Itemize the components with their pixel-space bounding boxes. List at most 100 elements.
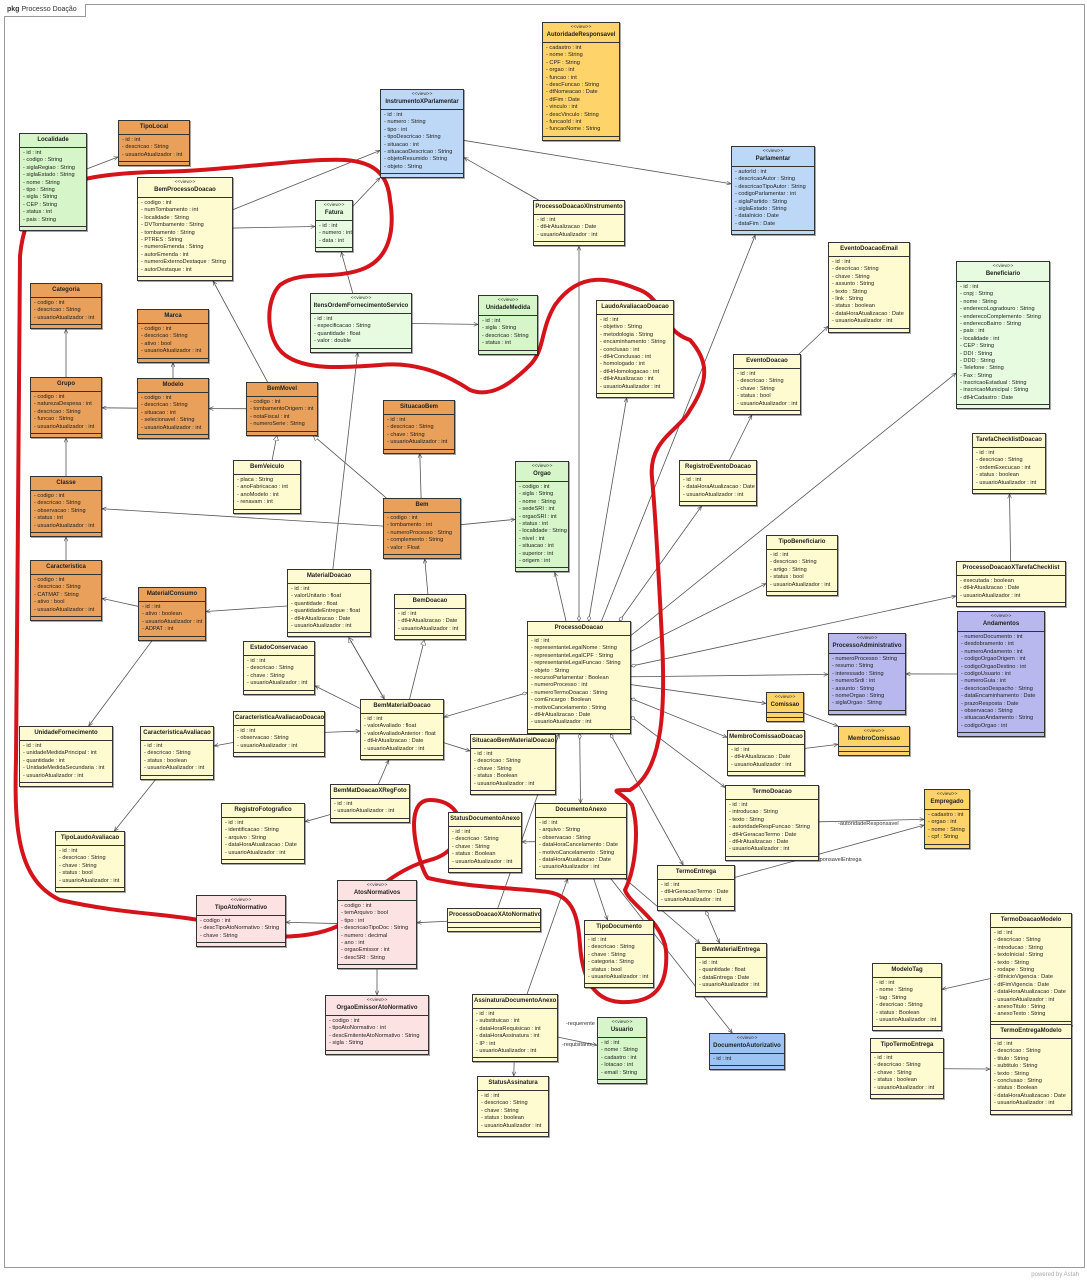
class-estado-conservacao[interactable]: EstadoConservacao- id : int- descricao :…: [243, 641, 315, 695]
class-attribute: - objetivo : String: [600, 324, 642, 331]
class-bem-doacao[interactable]: BemDoacao- id : int- dtHrAtualizacao : D…: [394, 594, 466, 641]
class-status-documento-anexo[interactable]: StatusDocumentoAnexo- id : int- descrica…: [448, 812, 522, 873]
class-tipo-local[interactable]: TipoLocal- id : int- descricao : String-…: [118, 120, 190, 167]
class-tarefa-checklist-doacao[interactable]: TarefaChecklistDoacao- id : int- descric…: [972, 433, 1046, 494]
class-beneficiario[interactable]: <<view>>Beneficiario- id : int- cnpj : S…: [956, 261, 1050, 410]
class-bem-material-doacao[interactable]: BemMaterialDoacao- id : int- valorAvalia…: [360, 699, 444, 760]
class-name: TermoEntrega: [675, 869, 717, 875]
class-termo-doacao-modelo[interactable]: TermoDoacaoModelo- id : int- descricao :…: [990, 913, 1072, 1026]
class-attributes: - id : int- descricao : String- status :…: [141, 741, 213, 775]
class-attribute: - texto : String: [994, 1070, 1029, 1077]
class-atos-normativos[interactable]: <<view>>AtosNormativos- codigo : int- te…: [337, 880, 417, 970]
class-attribute: - chave : String: [481, 1107, 519, 1114]
class-header: Categoria: [31, 284, 101, 298]
class-andamentos[interactable]: <<view>>Andamentos- numeroDocumento : in…: [957, 611, 1045, 738]
class-bem-processo-doacao[interactable]: <<view>>BemProcessoDoacao- codigo : int-…: [137, 177, 233, 281]
class-name: ProcessoDoacao: [554, 625, 604, 631]
class-tipo-documento[interactable]: TipoDocumento- id : int- descricao : Str…: [584, 920, 654, 989]
class-membro-comissao[interactable]: <<view>>MembroComissao: [838, 726, 910, 756]
class-assinatura-documento-anexo[interactable]: AssinaturaDocumentoAnexo- id : int- subs…: [472, 994, 558, 1063]
class-termo-entrega-modelo[interactable]: TermoEntregaModelo- id : int- descricao …: [990, 1024, 1072, 1115]
class-header: TermoDoacao: [726, 786, 818, 800]
class-evento-doacao[interactable]: EventoDoacao- id : int- descricao : Stri…: [733, 354, 801, 415]
class-operations: [244, 689, 314, 694]
class-processo-doacao-xtarefa-checklist[interactable]: ProcessoDoacaoXTarefaChecklist- executad…: [956, 561, 1066, 608]
class-header: <<view>>OrgaoEmissorAtoNormativo: [326, 996, 428, 1016]
class-attributes: - id : int- numero : String- tipo : int-…: [381, 110, 463, 173]
class-autoridade-responsavel[interactable]: <<view>>AutoridadeResponsavel- cadastro …: [542, 22, 620, 141]
class-tipo-termo-entrega[interactable]: TipoTermoEntrega- id : int- descricao : …: [870, 1038, 944, 1099]
class-bem-veiculo[interactable]: BemVeiculo- placa : String- anoFabricaca…: [233, 460, 301, 514]
class-registro-fotografico[interactable]: RegistroFotografico- id : int- identific…: [221, 803, 305, 864]
class-operations: [873, 1026, 941, 1030]
class-attribute: - numeroExternoDestaque : String: [141, 259, 226, 266]
association-assinaturadocumentoanexo-usuario: [557, 1036, 597, 1045]
class-evento-doacao-email[interactable]: EventoDoacaoEmail- id : int- descricao :…: [828, 242, 910, 333]
class-attribute: - status : Boolean: [876, 1009, 920, 1016]
class-tipo-beneficiario[interactable]: TipoBeneficiario- id : int- descricao : …: [766, 535, 838, 596]
class-header: <<view>>Andamentos: [958, 612, 1044, 632]
class-attribute: - dataHoraAtualizacao : Date: [225, 842, 297, 849]
class-attribute: - CPF : String: [546, 59, 580, 66]
class-instrumento-xparlamentar[interactable]: <<view>>InstrumentoXParlamentar- id : in…: [380, 89, 464, 179]
class-processo-doacao[interactable]: ProcessoDoacao- id : int- representanteL…: [527, 621, 631, 734]
class-attribute: - codigo : int: [34, 577, 65, 583]
class-usuario[interactable]: <<view>>Usuario- id : int- nome : String…: [597, 1017, 647, 1084]
class-marca[interactable]: Marca- codigo : int- descricao : String-…: [137, 309, 209, 363]
class-termo-entrega[interactable]: TermoEntrega- id : int- dtHrGeracaoTermo…: [657, 865, 735, 912]
class-comissao[interactable]: <<view>>Comissao: [766, 692, 804, 722]
class-processo-doacao-xinstrumento[interactable]: ProcessoDoacaoXInstrumento- id : int- dt…: [533, 200, 625, 247]
class-material-consumo[interactable]: MaterialConsumo- id : int- ativo : boole…: [138, 587, 206, 641]
class-header: StatusAssinatura: [478, 1077, 548, 1091]
class-modelo[interactable]: Modelo- codigo : int- descricao : String…: [137, 378, 209, 439]
class-caracteristica-avaliacao[interactable]: CaracteristicaAvaliacao- id : int- descr…: [140, 726, 214, 780]
class-empregado[interactable]: <<view>>Empregado- cadastro : int- orgao…: [924, 789, 970, 849]
class-orgao[interactable]: <<view>>Orgao- codigo : int- sigla : Str…: [515, 461, 569, 573]
class-documento-anexo[interactable]: DocumentoAnexo- id : int- arquivo : Stri…: [535, 803, 627, 879]
class-categoria[interactable]: Categoria- codigo : int- descricao : Str…: [30, 283, 102, 330]
class-status-assinatura[interactable]: StatusAssinatura- id : int- descricao : …: [477, 1076, 549, 1137]
association-atosnormativos-tipoatonormativo: [286, 922, 338, 923]
class-attributes: - id : int- cnpj : String- nome : String…: [957, 282, 1049, 404]
class-bem-material-entrega[interactable]: BemMaterialEntrega- id : int- quantidade…: [695, 943, 767, 997]
class-attributes: - id : int- descricao : String- chave : …: [829, 257, 909, 328]
class-classe[interactable]: Classe- codigo : int- descricao : String…: [30, 476, 102, 537]
class-grupo[interactable]: Grupo- codigo : int- naturezaDespesa : i…: [30, 377, 102, 438]
class-bem-mat-doacao-xreg-foto[interactable]: BemMatDoacaoXRegFoto- id : int- usuarioA…: [330, 784, 410, 823]
class-attribute: - origem : int: [519, 557, 551, 564]
class-material-doacao[interactable]: MaterialDoacao- id : int- valorUnitario …: [287, 569, 371, 638]
class-itens-ordem-fornecimento-servico[interactable]: <<view>>ItensOrdemFornecimentoServico- i…: [310, 293, 412, 353]
class-unidade-medida[interactable]: <<view>>UnidadeMedida- id : int- sigla :…: [478, 295, 538, 355]
class-bem-movel[interactable]: BemMovel- codigo : int- tombamentoOrigem…: [246, 382, 318, 436]
class-fatura[interactable]: <<view>>Fatura- id : int- numero : int- …: [315, 200, 353, 253]
class-processo-administrativo[interactable]: <<view>>ProcessoAdministrativo- numeroPr…: [828, 633, 906, 715]
class-parlamentar[interactable]: <<view>>Parlamentar- autorId : int- desc…: [731, 146, 815, 236]
class-name: BemDoacao: [412, 598, 448, 604]
class-laudo-avaliacao-doacao[interactable]: LaudoAvaliacaoDoacao- id : int- objetivo…: [596, 300, 674, 398]
class-unidade-fornecimento[interactable]: UnidadeFornecimento- id : int- unidadeMe…: [19, 726, 113, 787]
class-attribute: - ADPAT : int: [142, 626, 174, 633]
class-registro-evento-doacao[interactable]: RegistroEventoDoacao- id : int- dataHora…: [679, 460, 757, 507]
class-termo-doacao[interactable]: TermoDoacao- id : int- introducao : Stri…: [725, 785, 819, 861]
class-tipo-laudo-avaliacao[interactable]: TipoLaudoAvaliacao- id : int- descricao …: [55, 831, 125, 892]
class-attribute: - id : int: [531, 638, 550, 644]
class-attribute: - numeroSrdi : int: [832, 678, 875, 685]
class-documento-autorizativo[interactable]: <<view>>DocumentoAutorizativo- id : int: [709, 1033, 785, 1071]
class-attribute: - descricao : String: [976, 457, 1023, 464]
class-situacao-bem-material-doacao[interactable]: SituacaoBemMaterialDoacao- id : int- des…: [470, 734, 556, 795]
class-operations: [119, 161, 189, 165]
class-attribute: - usuarioAtualizador : int: [876, 1016, 937, 1023]
class-situacao-bem[interactable]: SituacaoBem- id : int- descricao : Strin…: [383, 400, 455, 454]
class-processo-doacao-xato-normativo[interactable]: ProcessoDoacaoXAtoNormativo: [447, 908, 541, 932]
class-localidade[interactable]: Localidade- id : int- codigo : String- s…: [19, 133, 87, 231]
class-caracteristica-avaliacao-doacao[interactable]: CaracteristicaAvaliacaoDoacao- id : int-…: [233, 711, 325, 758]
class-caracteristica[interactable]: Caracteristica- codigo : int- descricao …: [30, 560, 102, 621]
class-modelo-tag[interactable]: ModeloTag- id : int- nome : String- tag …: [872, 963, 942, 1032]
class-attributes: - codigo : int- tombamentoOrigem : int- …: [247, 397, 317, 431]
class-bem[interactable]: Bem- codigo : int- tombamento : int- num…: [383, 498, 461, 559]
class-orgao-emissor-ato-normativo[interactable]: <<view>>OrgaoEmissorAtoNormativo- codigo…: [325, 995, 429, 1055]
class-attribute: - descricao : String: [34, 307, 81, 314]
class-operations: [973, 488, 1045, 493]
class-tipo-ato-normativo[interactable]: <<view>>TipoAtoNormativo- codigo : int- …: [196, 895, 286, 948]
class-membro-comissao-doacao[interactable]: MembroComissaoDoacao- id : int- dtHrAtua…: [727, 730, 805, 777]
